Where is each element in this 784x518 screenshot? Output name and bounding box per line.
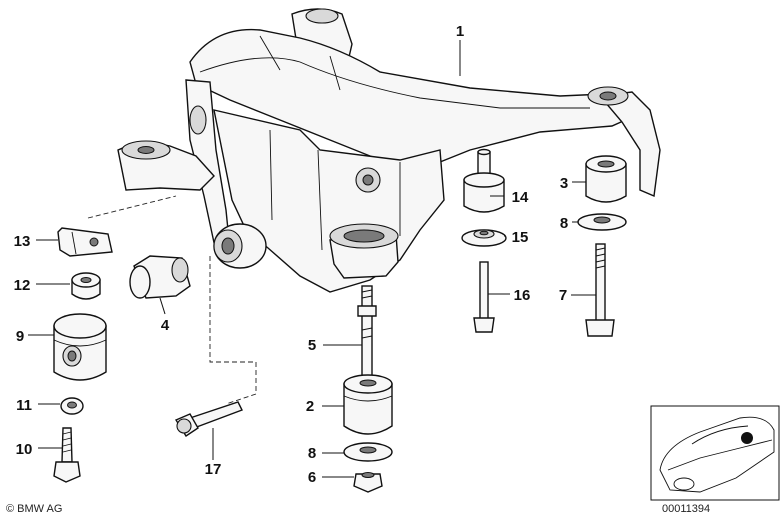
callout-4: 4 (161, 317, 170, 334)
callout-2: 2 (306, 398, 314, 415)
part-3-bush (585, 155, 627, 203)
callout-6: 6 (308, 469, 316, 486)
part-11-washer (60, 397, 84, 415)
leader-lines (28, 40, 596, 478)
location-marker-icon (741, 432, 753, 444)
callout-9: 9 (16, 328, 24, 345)
callout-13: 13 (14, 233, 31, 250)
rear-axle-carrier (117, 8, 661, 293)
part-17-bolt (174, 401, 243, 437)
callout-11: 11 (16, 397, 32, 414)
part-2-bush (343, 374, 393, 435)
part-16-bolt (473, 261, 495, 333)
part-15-washer (461, 229, 507, 247)
part-5-stud (357, 285, 377, 377)
part-13-clip (57, 227, 113, 257)
callout-5: 5 (308, 337, 316, 354)
dashed-reference-lines (87, 195, 257, 405)
part-8-washer-lower (343, 442, 393, 462)
part-12-small-bush (71, 272, 101, 300)
callout-17: 17 (205, 461, 222, 478)
part-7-long-bolt (585, 243, 615, 337)
callout-12: 12 (14, 277, 31, 294)
part-10-bolt (53, 427, 81, 483)
part-14-buffer (463, 148, 505, 213)
callout-15: 15 (512, 229, 529, 246)
callout-10: 10 (16, 441, 33, 458)
vehicle-location-thumbnail (650, 405, 780, 501)
callout-8-upper: 8 (560, 215, 568, 232)
part-8-washer-upper (577, 213, 627, 231)
part-6-nut (353, 472, 383, 493)
callout-16: 16 (514, 287, 531, 304)
image-number: 00011394 (662, 503, 710, 515)
callout-14: 14 (512, 189, 529, 206)
callout-labels: 1 2 3 4 5 6 7 8 8 9 10 11 12 13 14 15 16… (14, 23, 569, 486)
copyright-text: © BMW AG (6, 503, 62, 515)
part-4-bush (129, 255, 191, 299)
callout-8-lower: 8 (308, 445, 316, 462)
callout-1: 1 (456, 23, 464, 40)
part-9-large-bush (53, 313, 107, 381)
callout-3: 3 (560, 175, 568, 192)
callout-7: 7 (559, 287, 567, 304)
